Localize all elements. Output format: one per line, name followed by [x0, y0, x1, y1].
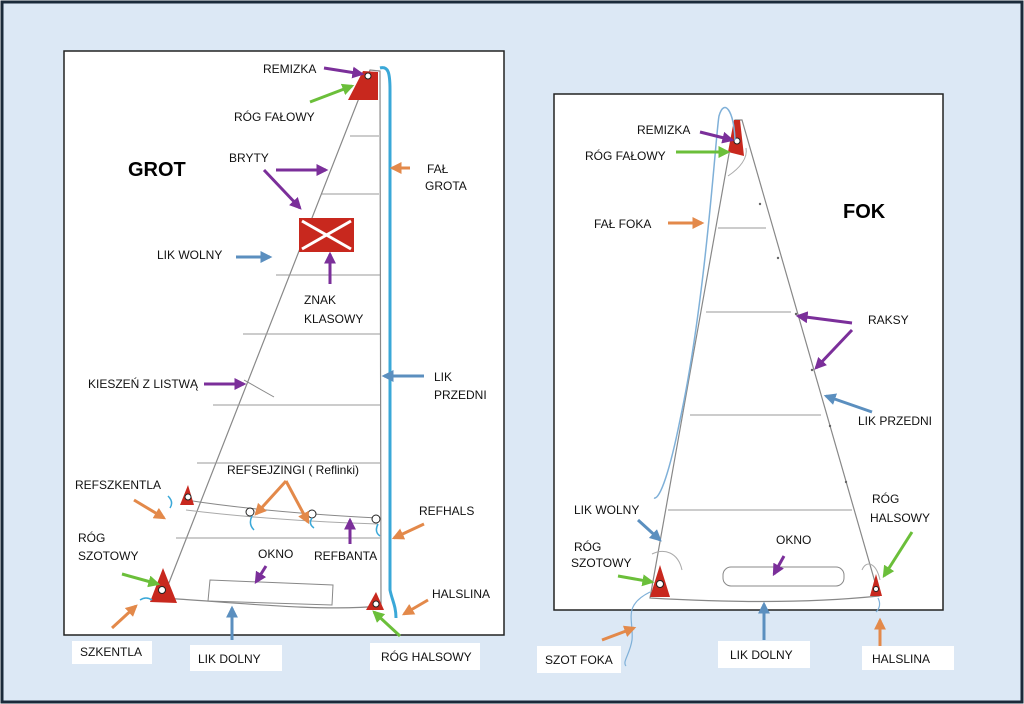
- label-przedni: PRZEDNI: [434, 388, 487, 402]
- label-refszkentla: REFSZKENTLA: [75, 478, 161, 492]
- fok-label-lik-przedni: LIK PRZEDNI: [858, 414, 932, 428]
- fok-tack-curve: [861, 563, 881, 581]
- arrow-szot-foka: [601, 625, 637, 642]
- arrow-fok-lik-przedni: [823, 393, 873, 414]
- arrow-rog-falowy: [309, 83, 355, 104]
- fok-label-rog-halsowy-2: HALSOWY: [870, 511, 930, 525]
- arrow-halslina: [401, 598, 429, 616]
- label-rog-szotowy-2: SZOTOWY: [78, 549, 138, 563]
- fok-clew-curve: [651, 550, 683, 571]
- fok-tack-patch: [870, 574, 882, 596]
- fok-tack-rope: [875, 597, 881, 613]
- fok-label-fal-foka: FAŁ FOKA: [594, 217, 651, 231]
- fok-label-rog-halsowy-1: RÓG: [872, 491, 899, 506]
- arrow-fok-rog-halsowy: [882, 531, 914, 579]
- label-refsejzingi: REFSEJZINGI ( Reflinki): [227, 463, 359, 477]
- grot-reef-lines: [139, 495, 381, 601]
- arrow-okno: [254, 565, 268, 585]
- grot-clew-patch: [150, 568, 177, 603]
- grot-clew-ring: [158, 586, 166, 594]
- label-grota: GROTA: [425, 179, 467, 193]
- fok-halyard-rope: [653, 106, 736, 499]
- fok-arrows: [601, 130, 914, 646]
- fok-tack-ring: [873, 586, 879, 592]
- fok-sheet-rope: [624, 591, 651, 667]
- arrow-remizka: [323, 66, 365, 79]
- arrow-fok-lik-wolny: [636, 518, 662, 542]
- lik-dolny-label-box: [190, 645, 282, 671]
- arrow-refszkentla: [133, 498, 167, 520]
- arrow-refsejzingi-1: [254, 479, 288, 516]
- fok-label-rog-szotowy-1: RÓG: [574, 539, 601, 554]
- arrow-rog-halsowy: [372, 610, 402, 638]
- label-bryty: BRYTY: [229, 151, 269, 165]
- arrow-raksy-1: [795, 311, 853, 325]
- arrow-raksy-2: [814, 328, 854, 370]
- batten-pocket: [243, 379, 275, 398]
- fok-label-rog-falowy: RÓG FAŁOWY: [585, 148, 666, 163]
- reef-point-2: [307, 509, 317, 519]
- reef-point-1: [245, 507, 255, 517]
- label-lik-dolny: LIK DOLNY: [198, 652, 261, 666]
- grot-head-ring: [364, 72, 372, 80]
- rog-halsowy-label-box: [370, 643, 480, 670]
- szkentla-label-box: [72, 641, 152, 664]
- fok-clew-ring: [656, 580, 664, 588]
- fok-label-rog-szotowy-2: SZOTOWY: [571, 556, 631, 570]
- grot-reef-clew-ring: [184, 493, 192, 501]
- arrow-fok-okno: [772, 555, 786, 577]
- label-okno: OKNO: [258, 547, 293, 561]
- znak-klasowy-icon: [299, 218, 354, 252]
- fok-label-halslina: HALSLINA: [872, 652, 930, 666]
- arrow-refhals: [391, 522, 425, 540]
- fok-sail-outline: [649, 119, 880, 603]
- fok-label-remizka: REMIZKA: [637, 123, 690, 137]
- arrow-fok-rog-szotowy: [617, 574, 655, 587]
- fok-label-raksy: RAKSY: [868, 313, 909, 327]
- fok-panel-seams: [668, 227, 852, 511]
- szot-foka-label-box: [537, 646, 621, 673]
- grot-panel: GROT REMIZKA RÓG FAŁOWY BRYTY FAŁ GROTA …: [63, 50, 505, 671]
- label-rog-szotowy-1: RÓG: [78, 530, 105, 545]
- fok-label-okno: OKNO: [776, 533, 811, 547]
- fok-label-szot-foka: SZOT FOKA: [545, 653, 613, 667]
- grot-window: [207, 579, 334, 606]
- arrow-bryty-2: [262, 168, 302, 210]
- arrow-refsejzingi-2: [284, 480, 310, 525]
- arrow-szkentla: [110, 604, 138, 630]
- fok-head-curve: [727, 147, 747, 177]
- grot-title: GROT: [128, 159, 186, 181]
- fok-title: FOK: [843, 201, 886, 223]
- grot-reef-band-lower: [185, 509, 379, 525]
- label-fal: FAŁ: [427, 162, 449, 176]
- label-rog-halsowy: RÓG HALSOWY: [381, 649, 472, 664]
- grot-tack-ring: [372, 600, 380, 608]
- fok-halslina-label-box: [862, 646, 954, 670]
- label-kieszen: KIESZEŃ Z LISTWĄ: [88, 376, 199, 391]
- grot-panel-seams: [176, 135, 380, 539]
- fok-panel: FOK REMIZKA RÓG FAŁOWY FAŁ FOKA RAKSY LI…: [537, 93, 954, 673]
- fok-lik-dolny-label-box: [718, 641, 810, 668]
- label-lik-wolny: LIK WOLNY: [157, 248, 222, 262]
- label-znak: ZNAK: [304, 293, 336, 307]
- label-refbanta: REFBANTA: [314, 549, 377, 563]
- label-rog-falowy: RÓG FAŁOWY: [234, 109, 315, 124]
- label-remizka: REMIZKA: [263, 62, 316, 76]
- label-klasowy: KLASOWY: [304, 312, 363, 326]
- grot-reef-band: [185, 499, 379, 519]
- fok-label-lik-dolny: LIK DOLNY: [730, 648, 793, 662]
- arrow-fok-remizka: [699, 130, 735, 144]
- grot-halyard-rope: [379, 66, 398, 619]
- label-refhals: REFHALS: [419, 504, 474, 518]
- fok-label-lik-wolny: LIK WOLNY: [574, 503, 639, 517]
- arrow-rog-szotowy: [121, 572, 161, 588]
- label-lik: LIK: [434, 370, 452, 384]
- label-szkentla: SZKENTLA: [80, 645, 142, 659]
- label-halslina: HALSLINA: [432, 587, 490, 601]
- grot-arrows: [110, 66, 429, 640]
- reef-point-3: [371, 514, 381, 524]
